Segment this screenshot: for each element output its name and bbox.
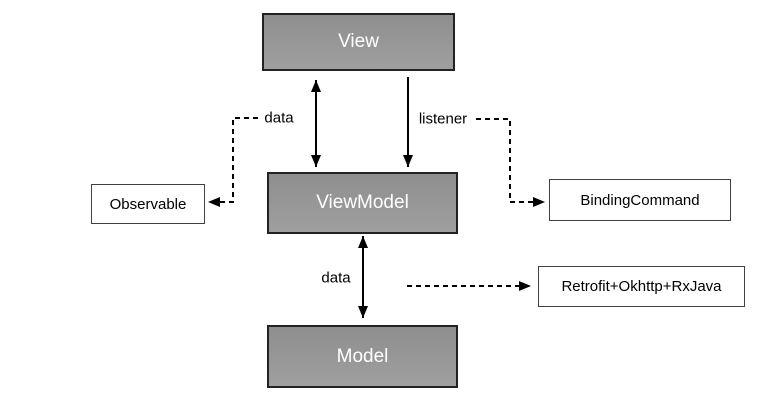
node-retrofit: Retrofit+Okhttp+RxJava bbox=[538, 266, 745, 307]
node-retrofit-label: Retrofit+Okhttp+RxJava bbox=[561, 278, 722, 295]
edge-label-data-top: data bbox=[262, 109, 296, 127]
edge-label-data-bottom: data bbox=[319, 269, 353, 287]
node-viewmodel: ViewModel bbox=[267, 172, 458, 234]
node-bindingcommand-label: BindingCommand bbox=[580, 191, 700, 209]
edge-data-observable-dashed-arrow bbox=[208, 117, 258, 207]
node-view-label: View bbox=[338, 31, 379, 52]
node-observable: Observable bbox=[91, 184, 205, 224]
node-bindingcommand: BindingCommand bbox=[549, 179, 731, 221]
node-model: Model bbox=[267, 325, 458, 388]
node-viewmodel-label: ViewModel bbox=[316, 192, 409, 213]
edge-listener-bindingcommand-dashed-arrow bbox=[476, 118, 545, 207]
node-observable-label: Observable bbox=[109, 195, 187, 213]
node-model-label: Model bbox=[336, 345, 389, 367]
edge-label-listener: listener bbox=[416, 110, 470, 128]
node-view: View bbox=[262, 13, 455, 71]
